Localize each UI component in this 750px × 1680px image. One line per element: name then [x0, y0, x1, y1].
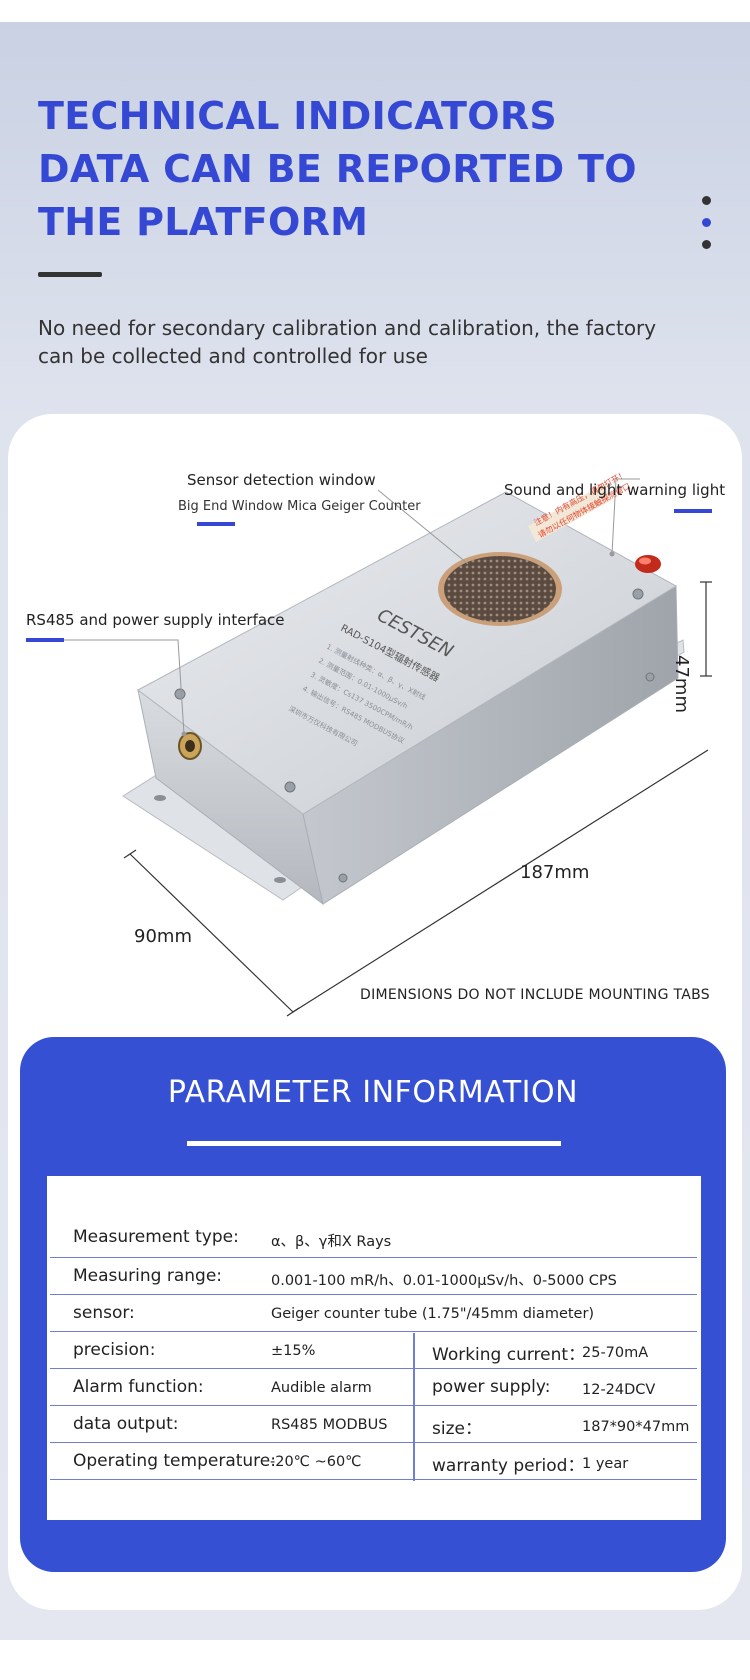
param-value-power: 12-24DCV [582, 1382, 656, 1398]
title-line-2: DATA CAN BE REPORTED TO [38, 147, 637, 191]
param-label-measuring-range: Measuring range: [73, 1266, 223, 1286]
pagination-dot-1[interactable] [702, 196, 711, 205]
param-label-power: power supply: [432, 1377, 551, 1397]
label-sensor-window: Sensor detection window [187, 471, 376, 489]
label-sensor-window-sub: Big End Window Mica Geiger Counter [178, 499, 421, 514]
table-row: Alarm function: Audible alarm power supp… [50, 1370, 697, 1406]
subtitle: No need for secondary calibration and ca… [38, 314, 678, 370]
label-bar-warning [674, 509, 712, 513]
label-bar-rs485 [26, 638, 64, 642]
dimension-height: 47mm [671, 655, 692, 713]
param-label-temperature: Operating temperature: [73, 1451, 276, 1471]
subtitle-line-2: can be collected and controlled for use [38, 344, 428, 368]
pagination-dot-3[interactable] [702, 240, 711, 249]
param-label-alarm: Alarm function: [73, 1377, 204, 1397]
table-column-divider [413, 1333, 415, 1481]
param-value-precision: ±15% [271, 1343, 316, 1359]
param-value-alarm: Audible alarm [271, 1380, 372, 1396]
page-title: TECHNICAL INDICATORS DATA CAN BE REPORTE… [38, 90, 658, 249]
param-label-size: size： [432, 1419, 482, 1439]
label-rs485: RS485 and power supply interface [26, 611, 285, 629]
param-value-sensor: Geiger counter tube (1.75"/45mm diameter… [271, 1306, 595, 1322]
param-value-measuring-range: 0.001-100 mR/h、0.01-1000μSv/h、0-5000 CPS [271, 1273, 617, 1289]
param-value-temperature: -20℃ ~60℃ [270, 1454, 362, 1470]
param-value-data-output: RS485 MODBUS [271, 1417, 388, 1433]
param-label-data-output: data output: [73, 1414, 179, 1434]
parameter-title: PARAMETER INFORMATION [167, 1075, 579, 1110]
dimension-width: 90mm [134, 926, 192, 947]
param-value-size: 187*90*47mm [582, 1419, 690, 1435]
param-value-measurement-type: α、β、γ和X Rays [271, 1234, 392, 1250]
pagination-dot-2-active[interactable] [702, 218, 711, 227]
title-line-3: THE PLATFORM [38, 200, 369, 244]
dimensions-note: DIMENSIONS DO NOT INCLUDE MOUNTING TABS [360, 987, 710, 1003]
rs485-connector-icon [178, 732, 202, 760]
parameter-title-underline [187, 1141, 561, 1146]
param-label-sensor: sensor: [73, 1303, 135, 1323]
label-bar-window [197, 522, 235, 526]
table-row: data output: RS485 MODBUS size： 187*90*4… [50, 1407, 697, 1443]
table-row: precision: ±15% Working current： 25-70mA [50, 1333, 697, 1369]
product-illustration: 注意！内有高压，请勿打开！ 请勿以任何物体接触探测窗口 CESTSEN RAD-… [40, 469, 712, 1017]
table-row: Operating temperature: -20℃ ~60℃ warrant… [50, 1444, 697, 1480]
param-label-precision: precision: [73, 1340, 156, 1360]
param-label-measurement-type: Measurement type: [73, 1227, 239, 1247]
param-label-warranty: warranty period： [432, 1456, 585, 1476]
table-row: Measuring range: 0.001-100 mR/h、0.01-100… [50, 1259, 697, 1295]
label-warning-light: Sound and light warning light [504, 481, 726, 499]
title-underline [38, 272, 102, 277]
param-label-working-current: Working current： [432, 1345, 586, 1365]
table-row: Measurement type: α、β、γ和X Rays [50, 1176, 697, 1258]
parameter-table: Measurement type: α、β、γ和X Rays Measuring… [47, 1176, 701, 1520]
warning-sticker [528, 484, 612, 542]
pagination-dots [702, 196, 714, 262]
title-line-1: TECHNICAL INDICATORS [38, 94, 558, 138]
param-value-warranty: 1 year [582, 1456, 629, 1472]
table-row: sensor: Geiger counter tube (1.75"/45mm … [50, 1296, 697, 1332]
warning-light-icon [635, 555, 661, 573]
sensor-detection-window [438, 552, 562, 626]
param-value-working-current: 25-70mA [582, 1345, 649, 1361]
subtitle-line-1: No need for secondary calibration and ca… [38, 316, 657, 340]
dimension-length: 187mm [520, 862, 590, 883]
